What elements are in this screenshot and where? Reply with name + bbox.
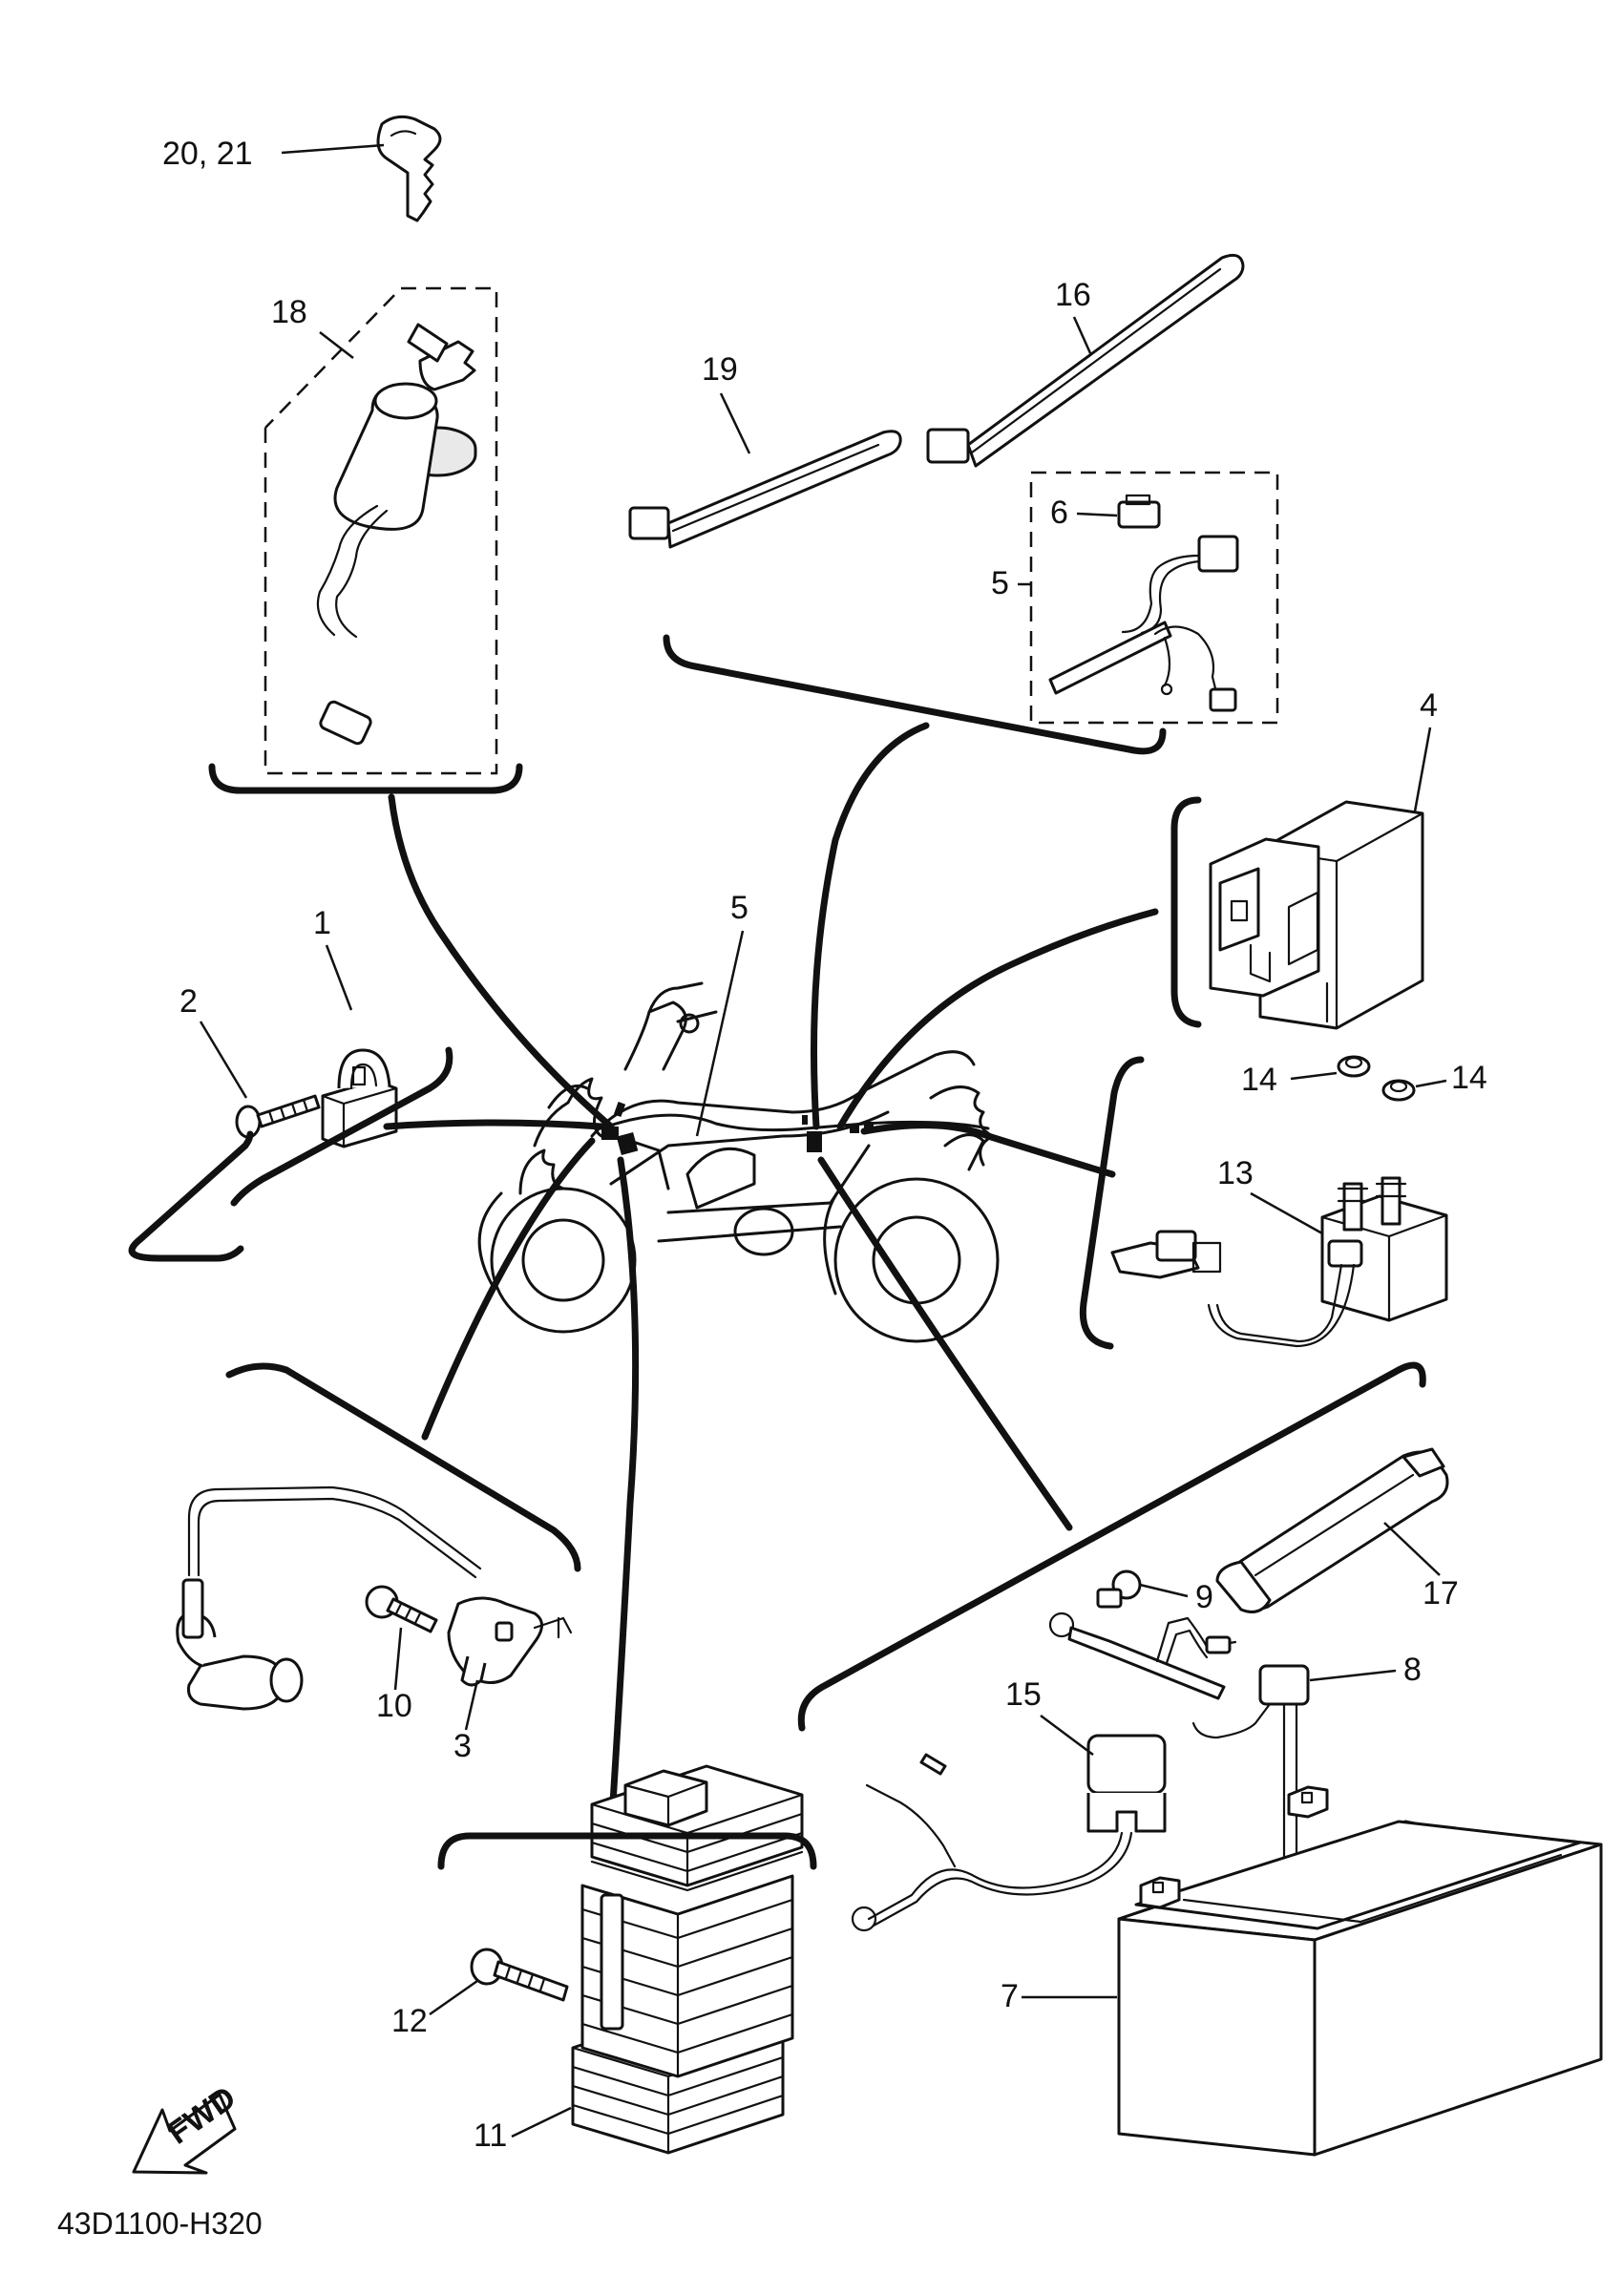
label-1: 1 <box>313 905 331 941</box>
main-switch-box <box>263 286 498 775</box>
label-3: 3 <box>453 1728 472 1764</box>
cap-9 <box>1096 1569 1142 1609</box>
label-9: 9 <box>1195 1579 1213 1615</box>
label-5-center: 5 <box>730 890 748 926</box>
drawing-code: 43D1100-H320 <box>57 2206 263 2241</box>
label-5-top: 5 <box>991 565 1009 601</box>
label-18: 18 <box>271 294 307 330</box>
label-12: 12 <box>391 2003 428 2039</box>
label-11: 11 <box>474 2117 507 2154</box>
label-14-left: 14 <box>1241 1062 1277 1098</box>
label-10: 10 <box>376 1688 412 1724</box>
bolt-12 <box>470 1948 569 2002</box>
cable-tie-16 <box>926 253 1245 468</box>
label-4: 4 <box>1420 687 1438 724</box>
pickup-coil-part <box>176 1485 573 1711</box>
battery-band-part <box>1215 1447 1449 1613</box>
fwd-arrow: FWD <box>132 2079 242 2175</box>
label-20-21: 20, 21 <box>162 136 253 172</box>
atv-illustration <box>477 981 1000 1343</box>
nut-14-left <box>1337 1055 1371 1078</box>
starter-relay-part <box>1110 1176 1448 1348</box>
label-6: 6 <box>1050 495 1068 531</box>
brake-switch-part <box>321 1048 398 1148</box>
screw-2 <box>235 1094 321 1139</box>
key-part <box>376 115 442 222</box>
cdi-unit-part <box>1209 800 1424 1030</box>
label-16: 16 <box>1055 277 1091 313</box>
negative-lead-part <box>851 1734 1167 1932</box>
cable-tie-19 <box>628 430 902 549</box>
battery-part <box>1117 1785 1603 2157</box>
rectifier-regulator-part <box>571 1764 804 2155</box>
label-7: 7 <box>1001 1978 1019 2014</box>
bolt-10 <box>365 1585 438 1633</box>
label-17: 17 <box>1423 1575 1459 1611</box>
label-19: 19 <box>702 351 738 388</box>
nut-14-right <box>1381 1079 1416 1102</box>
sub-harness-box <box>1029 471 1279 725</box>
label-15: 15 <box>1005 1676 1042 1713</box>
positive-lead-part <box>1048 1611 1310 1897</box>
label-2: 2 <box>179 983 198 1020</box>
label-8: 8 <box>1403 1652 1422 1688</box>
label-14-right: 14 <box>1451 1060 1487 1096</box>
label-13: 13 <box>1217 1155 1254 1191</box>
